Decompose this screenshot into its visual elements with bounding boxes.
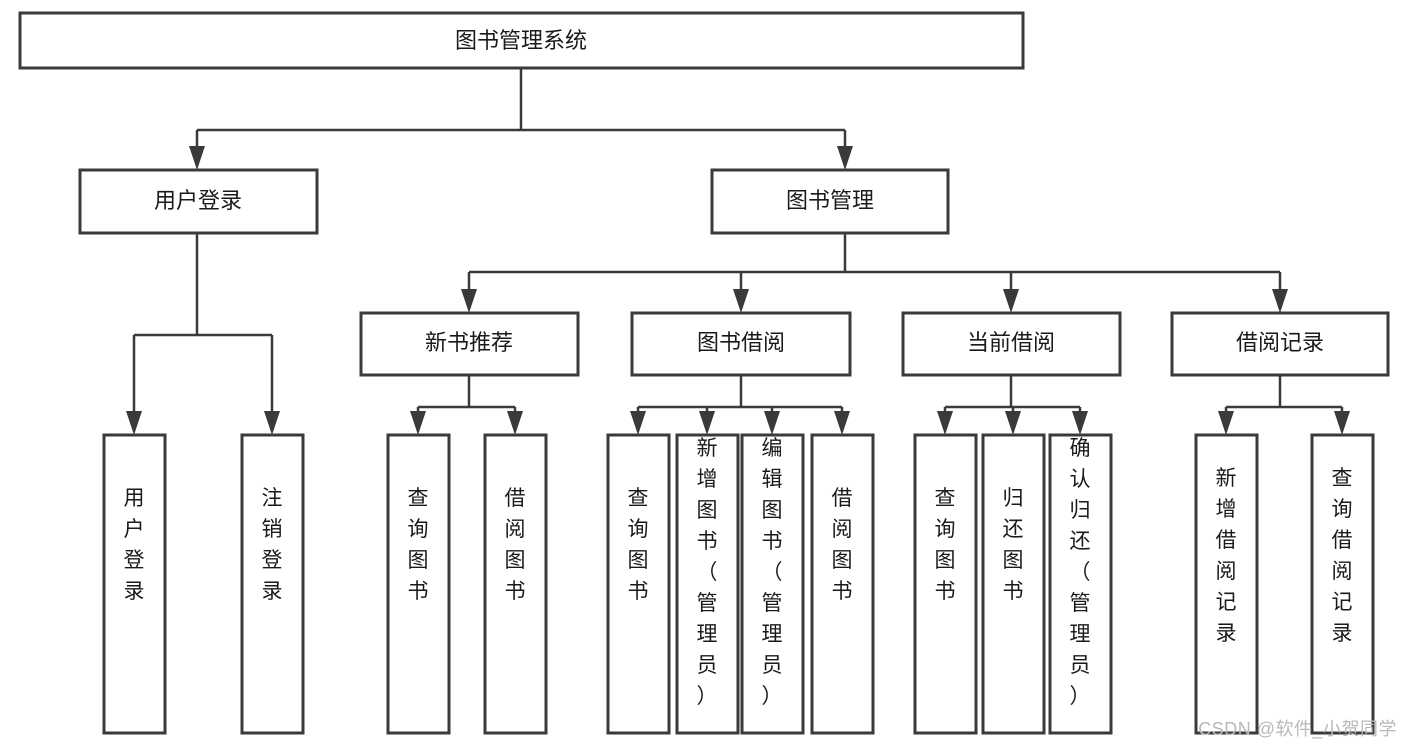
leaf-new-book-1-label: 查询图书: [408, 487, 429, 603]
node-book-manage[interactable]: 图书管理: [710, 168, 950, 235]
arrow-head-icon: [764, 411, 780, 435]
leaf-user-login-1[interactable]: 用户登录: [102, 433, 167, 735]
leaf-current-borrow-3[interactable]: 确认归还（管理员）: [1048, 433, 1113, 735]
arrow-head-icon: [1272, 289, 1288, 313]
arrow-head-icon: [699, 411, 715, 435]
leaf-current-borrow-3-label: 确认归还（管理员）: [1070, 437, 1091, 708]
leaf-book-borrow-1-label: 查询图书: [628, 487, 649, 603]
connector-book-borrow-to-leaves: [630, 375, 850, 435]
arrow-head-icon: [834, 411, 850, 435]
arrow-head-icon: [1334, 411, 1350, 435]
arrow-head-icon: [1218, 411, 1234, 435]
leaf-borrow-record-2[interactable]: 查询借阅记录: [1310, 433, 1375, 735]
leaf-borrow-record-1-label: 新增借阅记录: [1216, 467, 1237, 645]
leaf-book-borrow-2-label: 新增图书（管理员）: [697, 437, 718, 708]
leaf-new-book-1[interactable]: 查询图书: [386, 433, 451, 735]
node-new-book-recommend-label: 新书推荐: [425, 330, 513, 355]
arrow-head-icon: [264, 411, 280, 435]
node-new-book-recommend[interactable]: 新书推荐: [359, 311, 580, 377]
node-borrow-record-label: 借阅记录: [1236, 330, 1324, 355]
arrow-head-icon: [461, 289, 477, 313]
arrow-head-icon: [733, 289, 749, 313]
node-root[interactable]: 图书管理系统: [18, 11, 1025, 70]
leaf-book-borrow-1[interactable]: 查询图书: [606, 433, 671, 735]
leaf-user-login-2[interactable]: 注销登录: [240, 433, 305, 735]
connector-borrow-record-to-leaves: [1218, 375, 1350, 435]
node-book-manage-label: 图书管理: [786, 188, 874, 213]
connector-root-to-level2: [189, 68, 853, 170]
connector-new-book-to-leaves: [410, 375, 523, 435]
connector-user-login-to-leaves: [126, 233, 280, 435]
node-borrow-record[interactable]: 借阅记录: [1170, 311, 1390, 377]
leaf-book-borrow-2[interactable]: 新增图书（管理员）: [675, 433, 740, 735]
leaf-book-borrow-4-label: 借阅图书: [832, 487, 853, 603]
arrow-head-icon: [630, 411, 646, 435]
connector-book-manage-to-level3: [461, 233, 1288, 313]
arrow-head-icon: [507, 411, 523, 435]
arrow-head-icon: [937, 411, 953, 435]
csdn-watermark: CSDN @软件_小贺同学: [1198, 719, 1397, 739]
leaf-book-borrow-3-label: 编辑图书（管理员）: [762, 437, 783, 708]
leaf-new-book-2[interactable]: 借阅图书: [483, 433, 548, 735]
node-root-label: 图书管理系统: [455, 28, 587, 53]
arrow-head-icon: [126, 411, 142, 435]
leaf-new-book-2-label: 借阅图书: [505, 487, 526, 603]
node-user-login[interactable]: 用户登录: [78, 168, 319, 235]
leaf-book-borrow-3[interactable]: 编辑图书（管理员）: [740, 433, 805, 735]
node-current-borrow[interactable]: 当前借阅: [901, 311, 1122, 377]
leaf-user-login-2-label: 注销登录: [262, 487, 283, 603]
node-user-login-label: 用户登录: [154, 188, 242, 213]
arrow-head-icon: [837, 146, 853, 170]
node-book-borrow-label: 图书借阅: [697, 330, 785, 355]
leaf-current-borrow-1[interactable]: 查询图书: [913, 433, 978, 735]
arrow-head-icon: [1005, 411, 1021, 435]
leaf-current-borrow-1-label: 查询图书: [935, 487, 956, 603]
arrow-head-icon: [189, 146, 205, 170]
leaf-borrow-record-2-label: 查询借阅记录: [1332, 467, 1353, 645]
connector-current-borrow-to-leaves: [937, 375, 1088, 435]
leaf-book-borrow-4[interactable]: 借阅图书: [810, 433, 875, 735]
arrow-head-icon: [1072, 411, 1088, 435]
arrow-head-icon: [1003, 289, 1019, 313]
leaf-current-borrow-2-label: 归还图书: [1003, 487, 1024, 603]
node-book-borrow[interactable]: 图书借阅: [630, 311, 852, 377]
leaf-current-borrow-2[interactable]: 归还图书: [981, 433, 1046, 735]
node-current-borrow-label: 当前借阅: [967, 330, 1055, 355]
leaf-user-login-1-label: 用户登录: [124, 487, 145, 603]
arrow-head-icon: [410, 411, 426, 435]
leaf-borrow-record-1[interactable]: 新增借阅记录: [1194, 433, 1259, 735]
